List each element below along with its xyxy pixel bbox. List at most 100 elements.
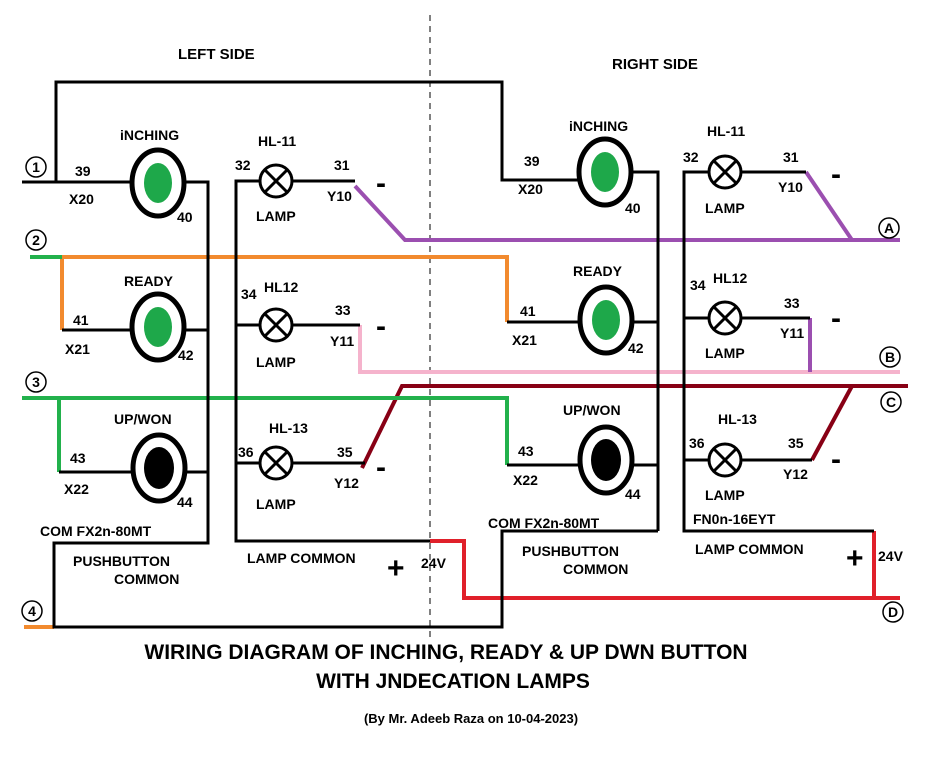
terminal-c-label: C [886,394,896,410]
left-hl11-label: LAMP [256,208,296,224]
left-hl11-tag: HL-11 [258,133,296,149]
wire-left-lamp-common [234,179,430,543]
left-ready-name: READY [124,273,174,289]
left-plus: + [387,552,405,585]
lamp-icon [258,307,294,343]
left-hl12-in: 34 [241,286,257,302]
wire-1-loop [22,80,578,184]
left-hl11-out: 31 [334,157,350,173]
left-minus-y11: - [376,310,386,343]
left-com-label: COM FX2n-80MT [40,523,152,539]
left-hl13-addr: Y12 [334,475,359,491]
terminal-4-circle [21,600,43,622]
right-hl11-label: LAMP [705,200,745,216]
left-hl13-tag: HL-13 [269,420,308,436]
right-hl11-out: 31 [783,149,799,165]
right-hl13-label: LAMP [705,487,745,503]
right-hl11-in: 32 [683,149,699,165]
left-hl12-out: 33 [335,302,351,318]
button-right-ready [577,284,635,356]
right-hl13-in: 36 [689,435,705,451]
terminal-a-circle [878,217,900,239]
heading-left-side: LEFT SIDE [178,46,255,63]
left-inching-addr: X20 [69,191,94,207]
terminal-3-label: 3 [32,374,40,390]
left-inching-out: 40 [177,209,193,225]
left-pb-common-1: PUSHBUTTON [73,553,170,569]
right-up-addr: X22 [513,472,538,488]
left-ready-addr: X21 [65,341,90,357]
right-hl11-tag: HL-11 [707,123,745,139]
heading-right-side: RIGHT SIDE [612,56,698,73]
left-up-out: 44 [177,494,193,510]
wire-a-purple-right [804,170,854,242]
right-pb-common-2: COMMON [563,561,628,577]
terminal-4-label: 4 [28,603,36,619]
wire-c-maroon-right [810,385,854,461]
left-inching-in: 39 [75,163,91,179]
right-inching-in: 39 [524,153,540,169]
wire-d-red [430,539,900,600]
terminal-1-circle [25,156,47,178]
wire-b-pink [358,325,900,374]
left-hl13-out: 35 [337,444,353,460]
right-inching-out: 40 [625,200,641,216]
left-hl12-label: LAMP [256,354,296,370]
left-hl11-in: 32 [235,157,251,173]
byline: (By Mr. Adeeb Raza on 10-04-2023) [364,711,578,726]
right-up-out: 44 [625,486,641,502]
right-24v: 24V [878,548,904,564]
right-ready-in: 41 [520,303,536,319]
right-minus-y12: - [831,443,841,476]
left-minus-y10: - [376,167,386,200]
right-hl11-addr: Y10 [778,179,803,195]
terminal-d-circle [882,601,904,623]
left-ready-in: 41 [73,312,89,328]
left-hl13-in: 36 [238,444,254,460]
right-ready-name: READY [573,263,623,279]
left-pb-common-2: COMMON [114,571,179,587]
lamp-icon [707,154,743,190]
left-up-name: UP/WON [114,411,172,427]
left-minus-y12: - [376,451,386,484]
button-left-ready [129,291,187,363]
right-minus-y11: - [831,302,841,335]
terminal-b-label: B [885,349,895,365]
left-hl11-addr: Y10 [327,188,352,204]
right-plus: + [846,542,864,575]
right-lamp-common: LAMP COMMON [695,541,804,557]
left-up-addr: X22 [64,481,89,497]
left-lamp-common: LAMP COMMON [247,550,356,566]
right-com-label: COM FX2n-80MT [488,515,600,531]
right-hl12-in: 34 [690,277,706,293]
terminal-b-circle [879,346,901,368]
wire-right-pb-common [632,170,660,531]
right-inching-addr: X20 [518,181,543,197]
right-module-label: FN0n-16EYT [693,511,776,527]
terminal-3-circle [25,371,47,393]
terminal-2-circle [25,229,47,251]
diagram-title-line1: WIRING DIAGRAM OF INCHING, READY & UP DW… [144,641,747,664]
right-hl12-label: LAMP [705,345,745,361]
wire-c-maroon [360,384,908,469]
terminal-c-circle [880,391,902,413]
right-up-name: UP/WON [563,402,621,418]
right-pb-common-1: PUSHBUTTON [522,543,619,559]
lamp-icon [258,445,294,481]
terminal-1-label: 1 [32,159,40,175]
button-left-inching [129,147,187,219]
right-hl12-addr: Y11 [780,325,804,341]
left-hl13-label: LAMP [256,496,296,512]
left-ready-out: 42 [178,347,194,363]
right-hl13-addr: Y12 [783,466,808,482]
left-inching-name: iNCHING [120,127,179,143]
right-hl12-out: 33 [784,295,800,311]
left-hl12-addr: Y11 [330,333,354,349]
left-up-in: 43 [70,450,86,466]
right-ready-addr: X21 [512,332,537,348]
right-inching-name: iNCHING [569,118,628,134]
wire-a-purple [353,184,900,242]
right-hl13-out: 35 [788,435,804,451]
lamp-icon [707,300,743,336]
